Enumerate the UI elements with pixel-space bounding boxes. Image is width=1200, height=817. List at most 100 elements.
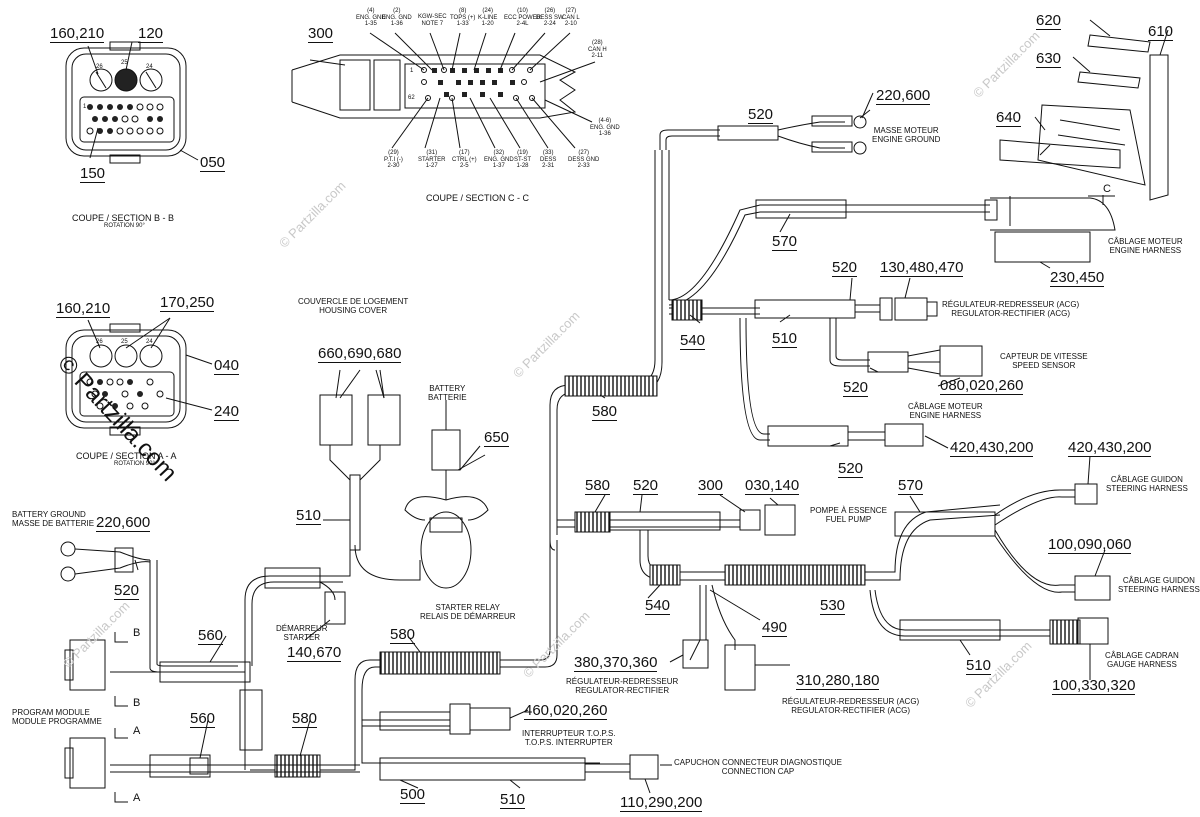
- marker-a-top: A: [133, 725, 141, 737]
- part-510-right: 510: [966, 657, 992, 675]
- part-640: 640: [996, 109, 1022, 127]
- part-620: 620: [1036, 12, 1062, 30]
- pin-label-bottom-0: (29)P.T.I (-)2-30: [384, 150, 403, 170]
- part-510-mid: 510: [772, 330, 798, 348]
- marker-c: C: [1103, 183, 1111, 195]
- ecm-connector-parts: [999, 34, 1169, 201]
- part-040: 040: [214, 357, 240, 375]
- part-520-eng: 520: [838, 460, 864, 478]
- part-460-020-260: 460,020,260: [524, 702, 608, 720]
- part-310-280-180: 310,280,180: [796, 672, 880, 690]
- part-240: 240: [214, 403, 240, 421]
- marker-a-bottom: A: [133, 792, 141, 804]
- caption-regulator-rectifier-1: RÉGULATEUR-REDRESSEUR (ACG)REGULATOR-REC…: [942, 300, 1080, 319]
- pin-num-b-26: 26: [96, 64, 103, 70]
- part-520-fuel: 520: [633, 477, 659, 495]
- engine-harness-connector: [984, 195, 1116, 263]
- marker-b-top: B: [133, 627, 141, 639]
- part-630: 630: [1036, 50, 1062, 68]
- wire-bundles: [60, 109, 1111, 789]
- part-540-low: 540: [645, 597, 671, 615]
- pin-num-b-25: 25: [121, 60, 128, 66]
- part-560-b: 560: [190, 710, 216, 728]
- part-530: 530: [820, 597, 846, 615]
- part-660-690-680: 660,690,680: [318, 345, 402, 363]
- part-520-left: 520: [114, 582, 140, 600]
- part-580-mid: 580: [592, 403, 618, 421]
- part-520-mid: 520: [832, 259, 858, 277]
- part-220-600-top: 220,600: [876, 87, 931, 105]
- caption-tops-switch: INTERRUPTEUR T.O.P.S.T.O.P.S. INTERRUPTE…: [522, 729, 616, 748]
- part-130-480-470: 130,480,470: [880, 259, 964, 277]
- part-170-250: 170,250: [160, 294, 215, 312]
- part-580-low: 580: [390, 626, 416, 644]
- part-080-020-260: 080,020,260: [940, 377, 1024, 395]
- connector-section-b: [65, 41, 199, 164]
- part-230-450: 230,450: [1050, 269, 1105, 287]
- part-570-right: 570: [898, 477, 924, 495]
- part-160-210-a: 160,210: [56, 300, 111, 318]
- part-220-600-left: 220,600: [96, 514, 151, 532]
- part-650: 650: [484, 429, 510, 447]
- part-610: 610: [1148, 23, 1174, 41]
- part-160-210-b: 160,210: [50, 25, 105, 43]
- part-520-speed: 520: [843, 379, 869, 397]
- marker-b-bottom: B: [133, 697, 141, 709]
- part-300-top: 300: [308, 25, 334, 43]
- section-b-rotation: ROTATION 90°: [104, 223, 145, 229]
- part-490: 490: [762, 619, 788, 637]
- part-150: 150: [80, 165, 106, 183]
- part-300-fuel: 300: [698, 477, 724, 495]
- part-140-670: 140,670: [287, 644, 342, 662]
- part-420-430-200-b: 420,430,200: [1068, 439, 1152, 457]
- part-510-bottom: 510: [500, 791, 526, 809]
- leader-lines: [134, 19, 1169, 794]
- pin-num-b-24: 24: [146, 64, 153, 70]
- connector-section-c: [291, 32, 596, 149]
- pin-num-b-1: 1: [83, 104, 87, 110]
- part-420-430-200-a: 420,430,200: [950, 439, 1034, 457]
- pin-num-a-25: 25: [121, 339, 128, 345]
- pin-label-top-3: (8)TOPS (+)1-33: [450, 8, 476, 28]
- pin-num-a-26: 26: [96, 339, 103, 345]
- pin-num-c-1: 1: [410, 68, 414, 74]
- part-580-bottom: 580: [292, 710, 318, 728]
- section-b-title: COUPE / SECTION B - B: [72, 213, 175, 223]
- part-570-top: 570: [772, 233, 798, 251]
- part-110-290-200: 110,290,200: [620, 794, 703, 812]
- part-380-370-360: 380,370,360: [574, 654, 658, 672]
- part-120: 120: [138, 25, 164, 43]
- part-030-140: 030,140: [745, 477, 800, 495]
- part-100-090-060: 100,090,060: [1048, 536, 1132, 554]
- section-a-rotation: ROTATION 90°: [114, 461, 155, 467]
- part-500: 500: [400, 786, 426, 804]
- pin-num-a-24: 24: [146, 339, 153, 345]
- part-520-top: 520: [748, 106, 774, 124]
- pin-label-bottom-2: (17)CTRL (+)2-5: [452, 150, 477, 170]
